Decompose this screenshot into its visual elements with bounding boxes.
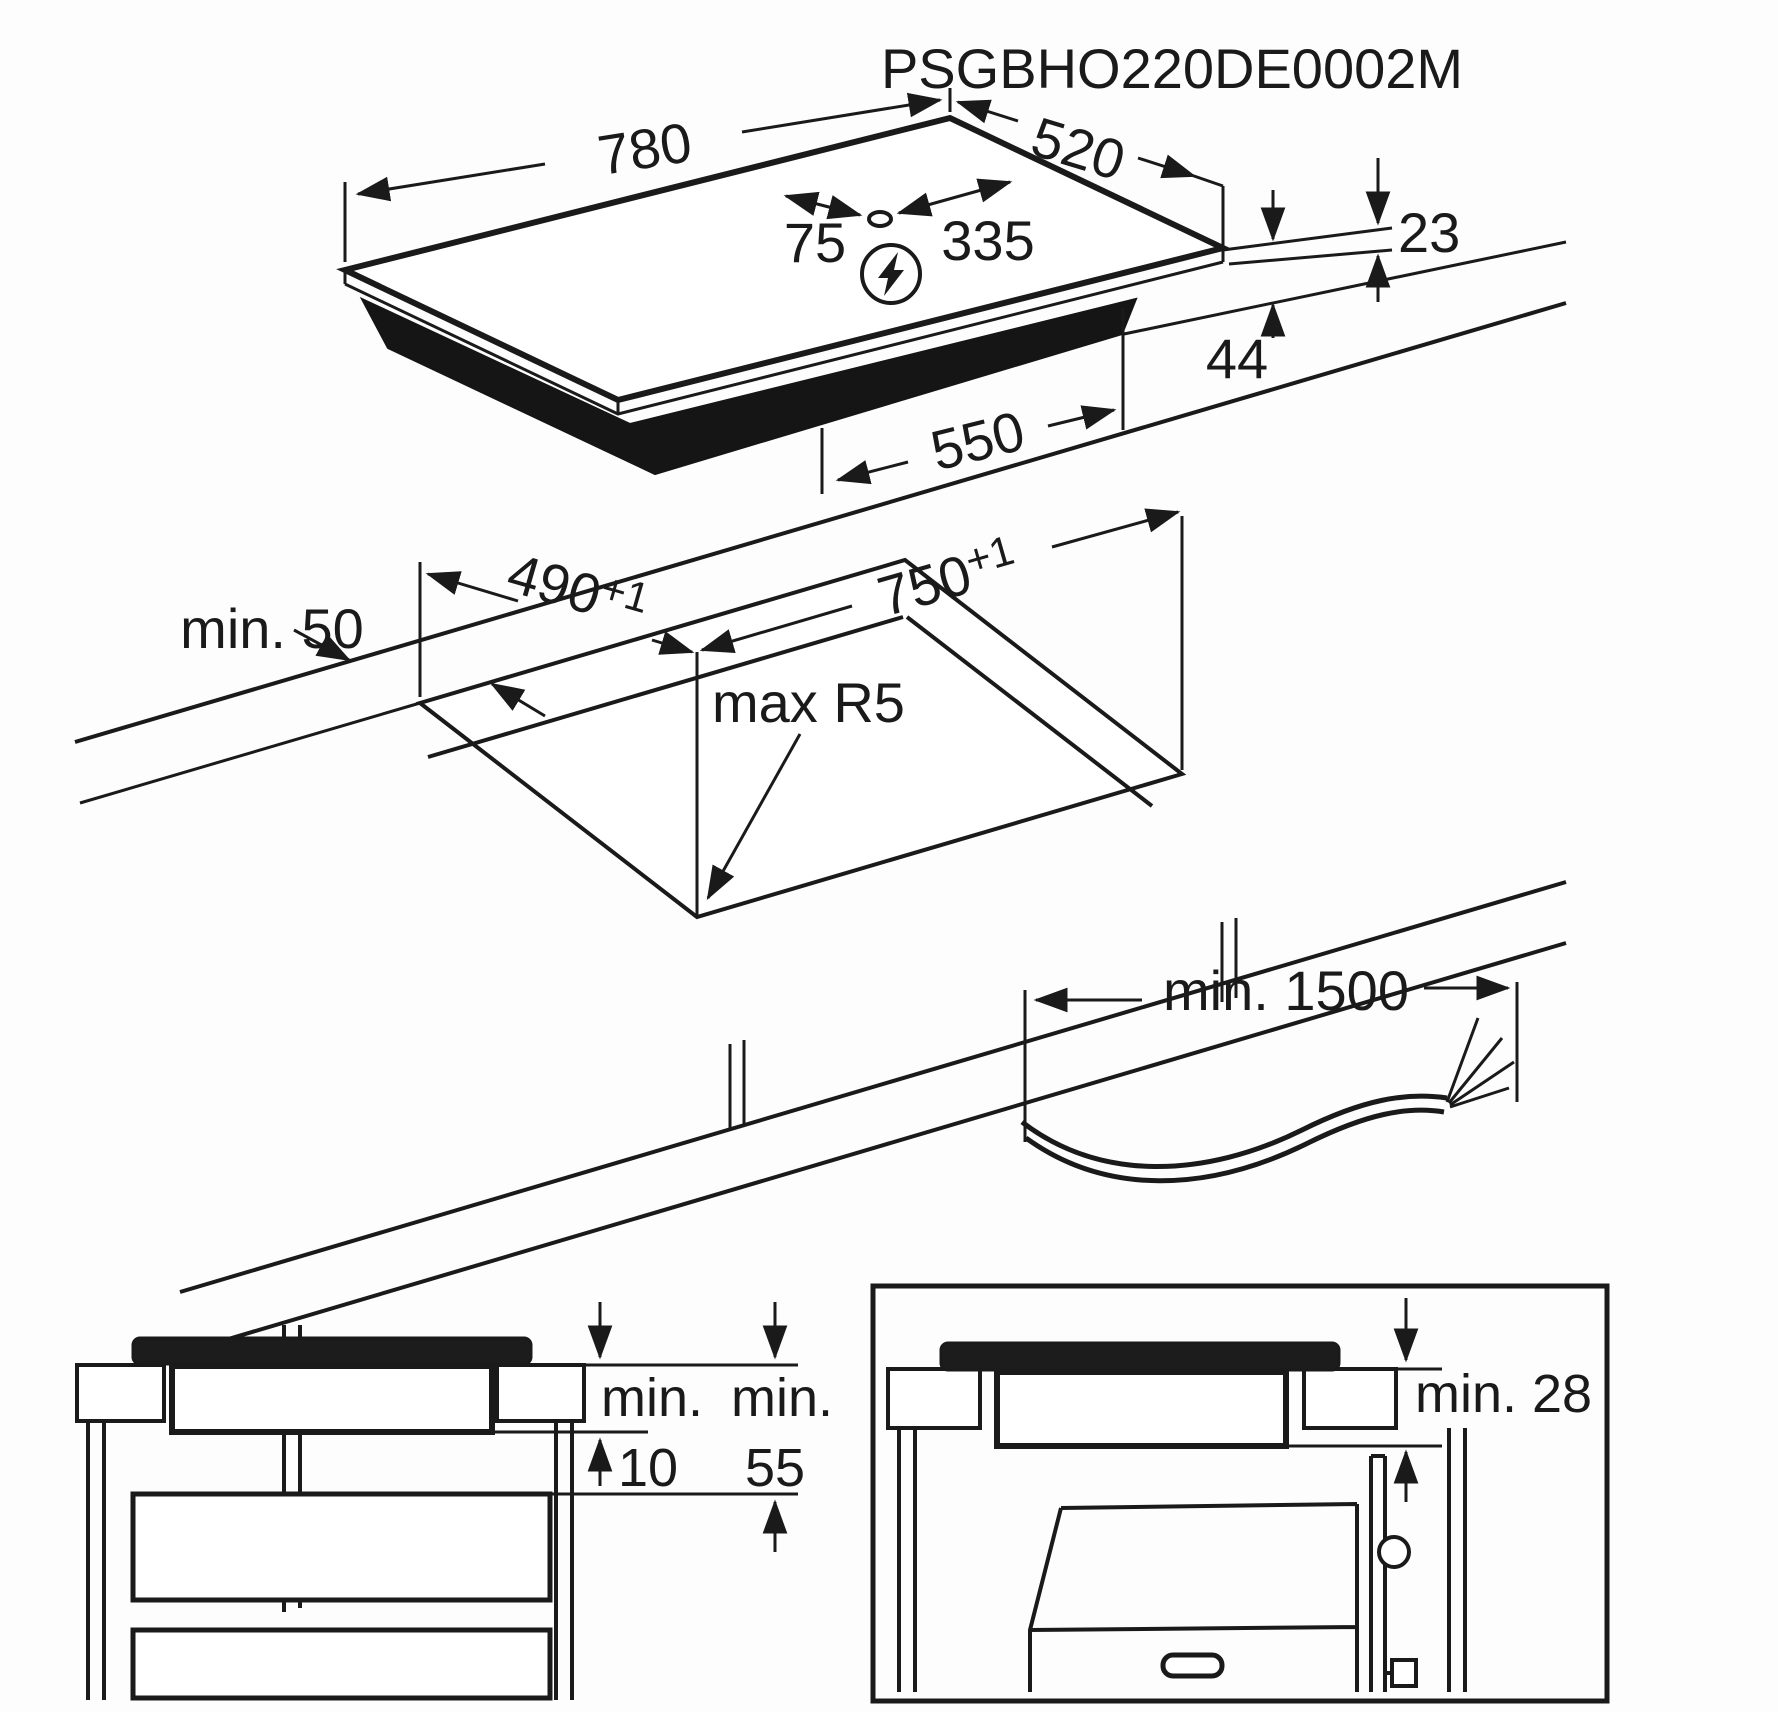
worktop-section-left [75, 1363, 166, 1423]
worktop-back-edge [74, 301, 1567, 744]
cable-outline-bottom [1024, 1107, 1445, 1184]
dim-cable-hole-position: 75 335 [783, 178, 1035, 274]
cutout-depth-label: 490+1 [501, 538, 655, 640]
body-gap-label: 10 [618, 1438, 678, 1498]
dim-oven-clearance: min. 28 [1286, 1298, 1592, 1502]
worktop-front-edge [179, 880, 1567, 1294]
dim-corner-radius: max R5 [706, 671, 905, 901]
hinge-knob-icon [1377, 1535, 1411, 1569]
cable-length-label: min. 1500 [1163, 959, 1409, 1022]
cable-entry-hole [867, 210, 893, 228]
lightning-icon [878, 252, 904, 296]
drawing-code-title: PSGBHO220DE0002M [881, 37, 1463, 100]
body-depth-label: 44 [1206, 327, 1268, 390]
drawer-gap-label: 55 [745, 1438, 805, 1498]
dim-rear-clearance: min. 50 [180, 597, 546, 718]
hob-glass-section [131, 1336, 533, 1366]
dim-side-clearances: min. 10 min. 55 [492, 1302, 833, 1552]
dim-hob-width: 780 [343, 88, 952, 262]
electrical-connection-symbol [860, 243, 922, 305]
worktop-section-right [1302, 1367, 1398, 1430]
oven-installation-view: min. 28 [870, 1283, 1610, 1704]
drawer-lower [130, 1627, 553, 1701]
oven-outline [1028, 1502, 1359, 1692]
power-cable-view: min. 1500 [1020, 959, 1519, 1184]
drawer-upper [130, 1491, 553, 1603]
worktop-section-right [495, 1363, 586, 1423]
cutout-opening [415, 557, 1187, 920]
hob-glass-section [939, 1341, 1341, 1372]
rear-clearance-label: min. 50 [180, 597, 364, 660]
cable-outline-top [1020, 1093, 1448, 1169]
hob-isometric-view: 780 520 75 335 23 [336, 88, 1567, 494]
body-width-label: 550 [925, 399, 1031, 483]
hob-body-section [169, 1363, 495, 1435]
dim-top-thickness: 23 [1222, 158, 1460, 302]
min-label-body-gap: min. [601, 1368, 703, 1428]
cable-hole-rear-label: 75 [784, 211, 846, 274]
cable-hole-right-label: 335 [941, 209, 1034, 272]
cutout-rear-edge-extension [79, 701, 421, 805]
cable-wire-ends-icon [1445, 1017, 1515, 1109]
worktop-front-bottom-edge [197, 941, 1567, 1350]
worktop-section-left [886, 1367, 982, 1430]
corner-radius-label: max R5 [712, 671, 905, 734]
cutout-inner-wall-left [427, 615, 904, 759]
oven-clearance-label: min. 28 [1415, 1364, 1592, 1424]
cutout-inner-wall-right [905, 615, 1154, 808]
view-frame [870, 1283, 1610, 1704]
dim-body-depth: 44 [1123, 190, 1567, 390]
latch-knob-icon [1385, 1658, 1418, 1688]
hob-body-section [994, 1369, 1289, 1449]
hob-width-label: 780 [594, 110, 696, 187]
oven-handle [1160, 1652, 1225, 1679]
min-label-drawer-gap: min. [731, 1368, 833, 1428]
top-thickness-label: 23 [1398, 201, 1460, 264]
cabinet-side-view: min. 10 min. 55 [75, 1302, 833, 1701]
